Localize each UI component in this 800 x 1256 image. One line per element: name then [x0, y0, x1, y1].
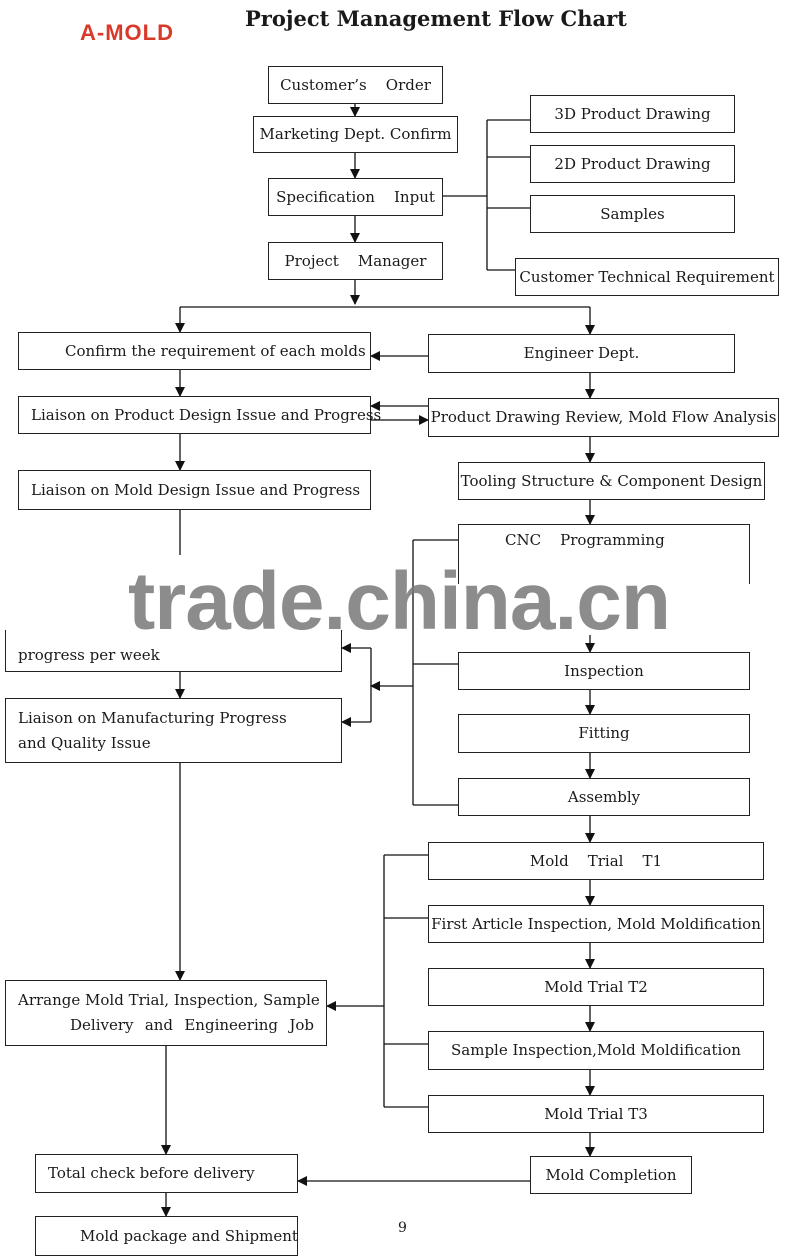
mold-trial-t1-box: Mold Trial T1: [428, 842, 764, 880]
arrange-mold-trial-box: Arrange Mold Trial, Inspection, Sample D…: [5, 980, 327, 1046]
total-check-box: Total check before delivery: [35, 1154, 298, 1193]
logo-text: A-MOLD: [80, 20, 174, 45]
customers-order-box: Customer’s Order: [268, 66, 443, 104]
page-number: 9: [398, 1220, 407, 1236]
mold-package-box: Mold package and Shipment: [35, 1216, 298, 1256]
sample-inspection-box: Sample Inspection,Mold Moldification: [428, 1031, 764, 1070]
drawing-3d-box: 3D Product Drawing: [530, 95, 735, 133]
mold-trial-t2-box: Mold Trial T2: [428, 968, 764, 1006]
marketing-confirm-box: Marketing Dept. Confirm: [253, 116, 458, 153]
liaison-manufacturing-box: Liaison on Manufacturing Progress and Qu…: [5, 698, 342, 763]
mold-completion-box: Mold Completion: [530, 1156, 692, 1194]
confirm-requirement-box: Confirm the requirement of each molds: [18, 332, 371, 370]
engineer-dept-box: Engineer Dept.: [428, 334, 735, 373]
liaison-mold-design-box: Liaison on Mold Design Issue and Progres…: [18, 470, 371, 510]
liaison-product-design-box: Liaison on Product Design Issue and Prog…: [18, 396, 381, 434]
tooling-structure-box: Tooling Structure & Component Design: [458, 462, 765, 500]
inspection-box: Inspection: [458, 652, 750, 690]
project-manager-box: Project Manager: [268, 242, 443, 280]
watermark-text: trade.china.cn: [128, 556, 671, 647]
assembly-box: Assembly: [458, 778, 750, 816]
a-mold-logo: A-MOLD: [80, 20, 174, 46]
fitting-box: Fitting: [458, 714, 750, 753]
cnc-programming-box: CNC Programming: [458, 524, 750, 584]
page-title: Project Management Flow Chart: [245, 6, 627, 31]
customer-tech-req-box: Customer Technical Requirement: [515, 258, 779, 296]
mold-trial-t3-box: Mold Trial T3: [428, 1095, 764, 1133]
spec-input-box: Specification Input: [268, 178, 443, 216]
first-article-box: First Article Inspection, Mold Moldifica…: [428, 905, 764, 943]
drawing-review-box: Product Drawing Review, Mold Flow Analys…: [428, 398, 779, 437]
progress-per-week-box: progress per week: [5, 630, 342, 672]
samples-box: Samples: [530, 195, 735, 233]
drawing-2d-box: 2D Product Drawing: [530, 145, 735, 183]
